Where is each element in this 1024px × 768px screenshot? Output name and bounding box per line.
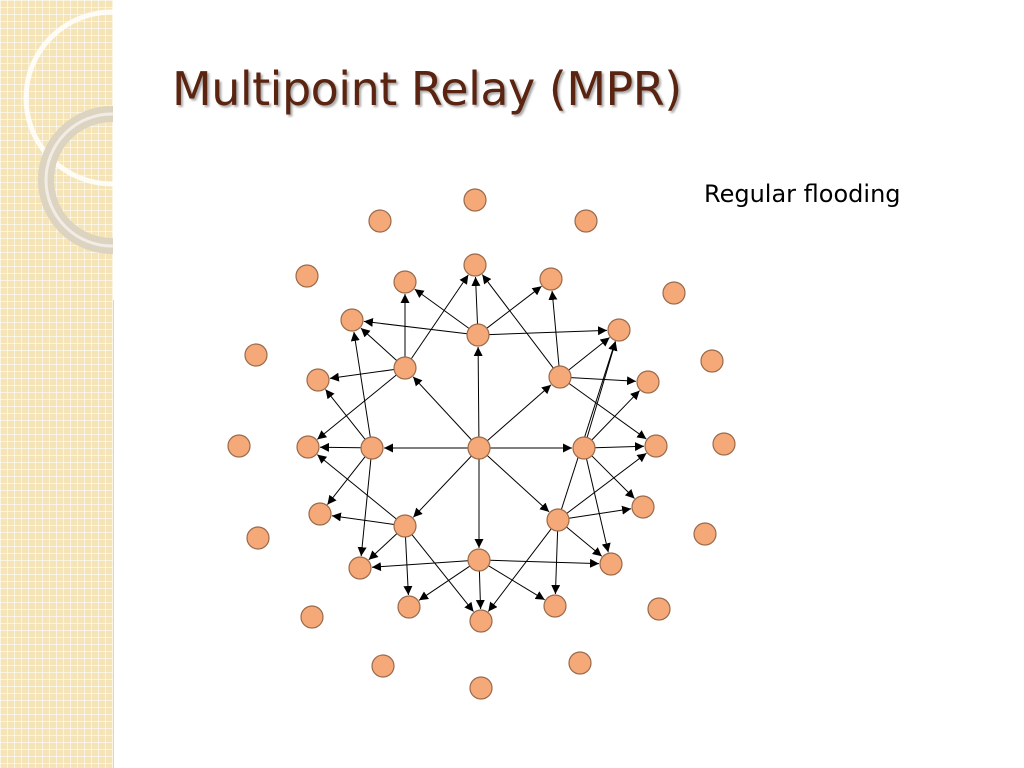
edge-arrow [566,526,603,557]
outer-node [662,281,686,305]
edge-arrow [319,442,362,452]
outer-node [463,188,487,212]
edge-arrow [481,274,554,369]
slide-title: Multipoint Relay (MPR) [172,62,682,116]
edge-arrow [586,341,618,438]
two-hop-node [543,594,567,618]
two-hop-node [469,609,493,633]
edge-arrow [410,274,469,360]
edge-arrow [486,285,542,329]
edge-arrow [591,455,635,499]
one-hop-node [548,365,572,389]
edge-arrow [360,327,398,361]
edge-arrow [560,341,617,510]
two-hop-node [636,370,660,394]
edge-arrow [414,288,470,329]
edge-arrow [329,369,395,382]
edge-arrow [357,458,372,557]
edge-arrow [568,505,632,519]
edge-arrow [350,331,371,438]
one-hop-node [467,548,491,572]
two-hop-node [340,308,364,332]
edge-arrow [488,565,545,601]
edge-arrow [327,456,366,505]
edge-arrow [548,290,560,367]
edge-arrow [368,533,398,561]
edge-arrow [412,455,472,518]
edge-arrow [488,326,608,336]
two-hop-node [631,495,655,519]
outer-node [700,349,724,373]
outer-node [647,597,671,621]
outer-node [246,526,270,550]
two-hop-node [306,368,330,392]
outer-node [227,434,251,458]
edge-arrow [411,534,474,612]
edge-group [316,274,647,612]
outer-node [693,522,717,546]
outer-node [368,209,392,233]
edge-arrow [486,455,550,513]
edge-arrow [471,276,481,325]
edge-arrow [363,317,468,335]
edge-arrow [418,565,471,601]
edge-arrow [316,374,397,440]
edge-arrow [591,390,640,441]
edge-arrow [403,536,413,596]
outer-node [244,343,268,367]
two-hop-node [397,595,421,619]
source-node [467,436,491,460]
edge-arrow [586,458,611,553]
one-hop-node [572,436,596,460]
one-hop-node [360,436,384,460]
edge-arrow [487,528,552,612]
two-hop-node [539,267,563,291]
two-hop-node [599,552,623,576]
edge-arrow [568,337,610,371]
one-hop-node [393,356,417,380]
one-hop-node [546,508,570,532]
edge-arrow [568,382,647,440]
two-hop-node [393,270,417,294]
edge-arrow [489,558,600,568]
outer-node [574,209,598,233]
edge-arrow [325,389,366,440]
edge-arrow [475,570,485,610]
two-hop-node [644,434,668,458]
decorative-ring-icon [23,0,200,300]
outer-node [295,264,319,288]
two-hop-node [296,435,320,459]
edge-arrow [473,346,483,438]
two-hop-node [348,556,372,580]
outer-node [300,605,324,629]
two-hop-node [463,253,487,277]
diagram-caption: Regular flooding [704,180,901,208]
one-hop-node [393,514,417,538]
outer-node [712,432,736,456]
one-hop-node [466,323,490,347]
edge-arrow [316,454,397,520]
edge-arrow [371,560,469,572]
side-panel-pattern [0,0,114,768]
edge-arrow [412,376,472,441]
outer-node [371,654,395,678]
edge-arrow [486,384,552,442]
edge-arrow [566,452,647,514]
edge-arrow [331,512,395,525]
outer-node [568,651,592,675]
outer-node [469,676,493,700]
edge-arrow [594,442,645,452]
two-hop-node [607,318,631,342]
node-group [227,188,736,700]
two-hop-node [308,502,332,526]
